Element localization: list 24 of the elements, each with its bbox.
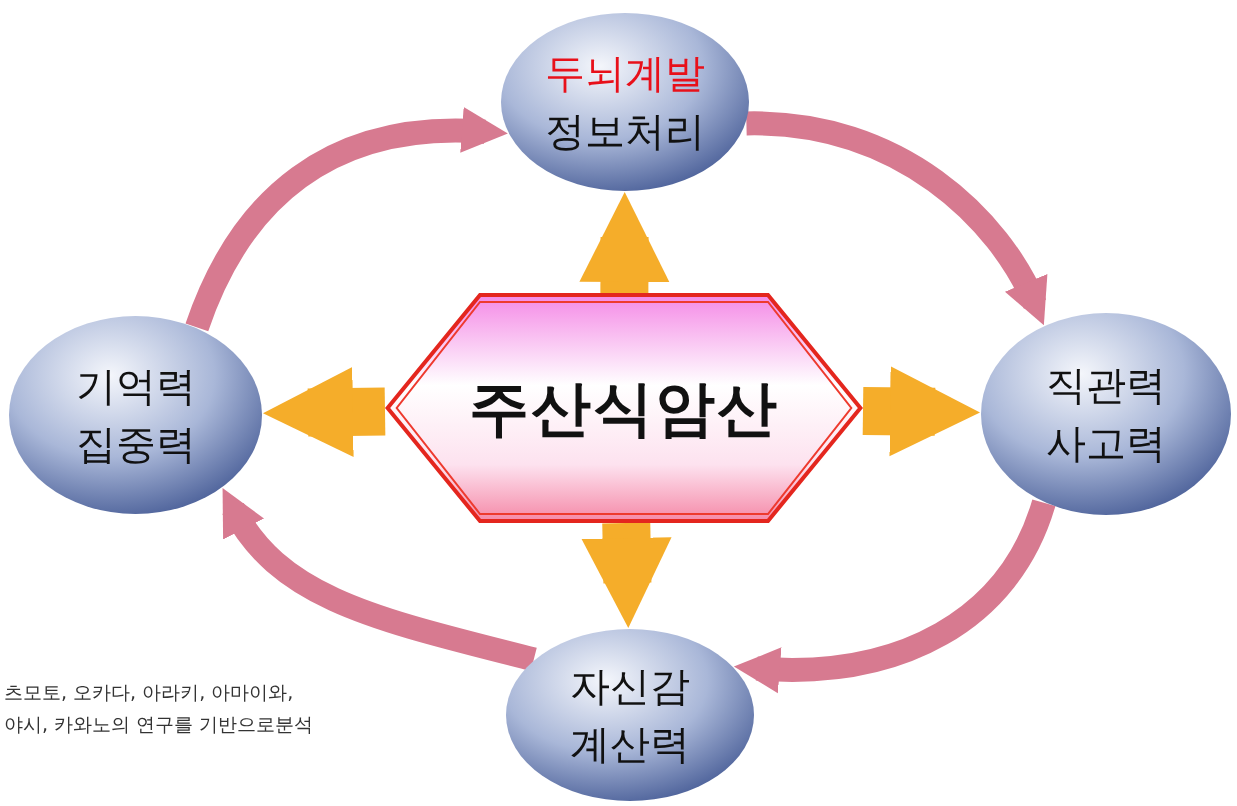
node-label: 두뇌계발 (545, 49, 705, 98)
curved-arrow (733, 498, 1056, 693)
ellipse-node (500, 12, 750, 192)
ellipse-node (505, 628, 755, 802)
node-label: 계산력 (570, 720, 690, 769)
node-label: 기억력 (75, 362, 196, 411)
hexagon-node (385, 293, 863, 523)
block-arrow (862, 366, 980, 457)
note-text: 야시, 카와노의 연구를 기반으로분석 (4, 712, 314, 737)
ellipse-node (980, 312, 1232, 516)
node-label: 직관력 (1046, 361, 1166, 410)
node-label: 정보처리 (545, 107, 705, 156)
note-text: 츠모토, 오카다, 아라키, 아마이와, (4, 680, 294, 705)
curved-arrow (221, 488, 537, 672)
ellipse-node (8, 315, 263, 515)
curved-arrow (746, 111, 1046, 325)
block-arrow (263, 366, 386, 457)
node-label: 자신감 (570, 662, 690, 711)
block-arrow (581, 522, 672, 628)
curved-arrow (185, 108, 508, 332)
block-arrow (579, 192, 670, 294)
node-label: 사고력 (1046, 419, 1166, 468)
node-label: 집중력 (75, 420, 196, 469)
node-label: 주산식암산 (469, 371, 779, 445)
